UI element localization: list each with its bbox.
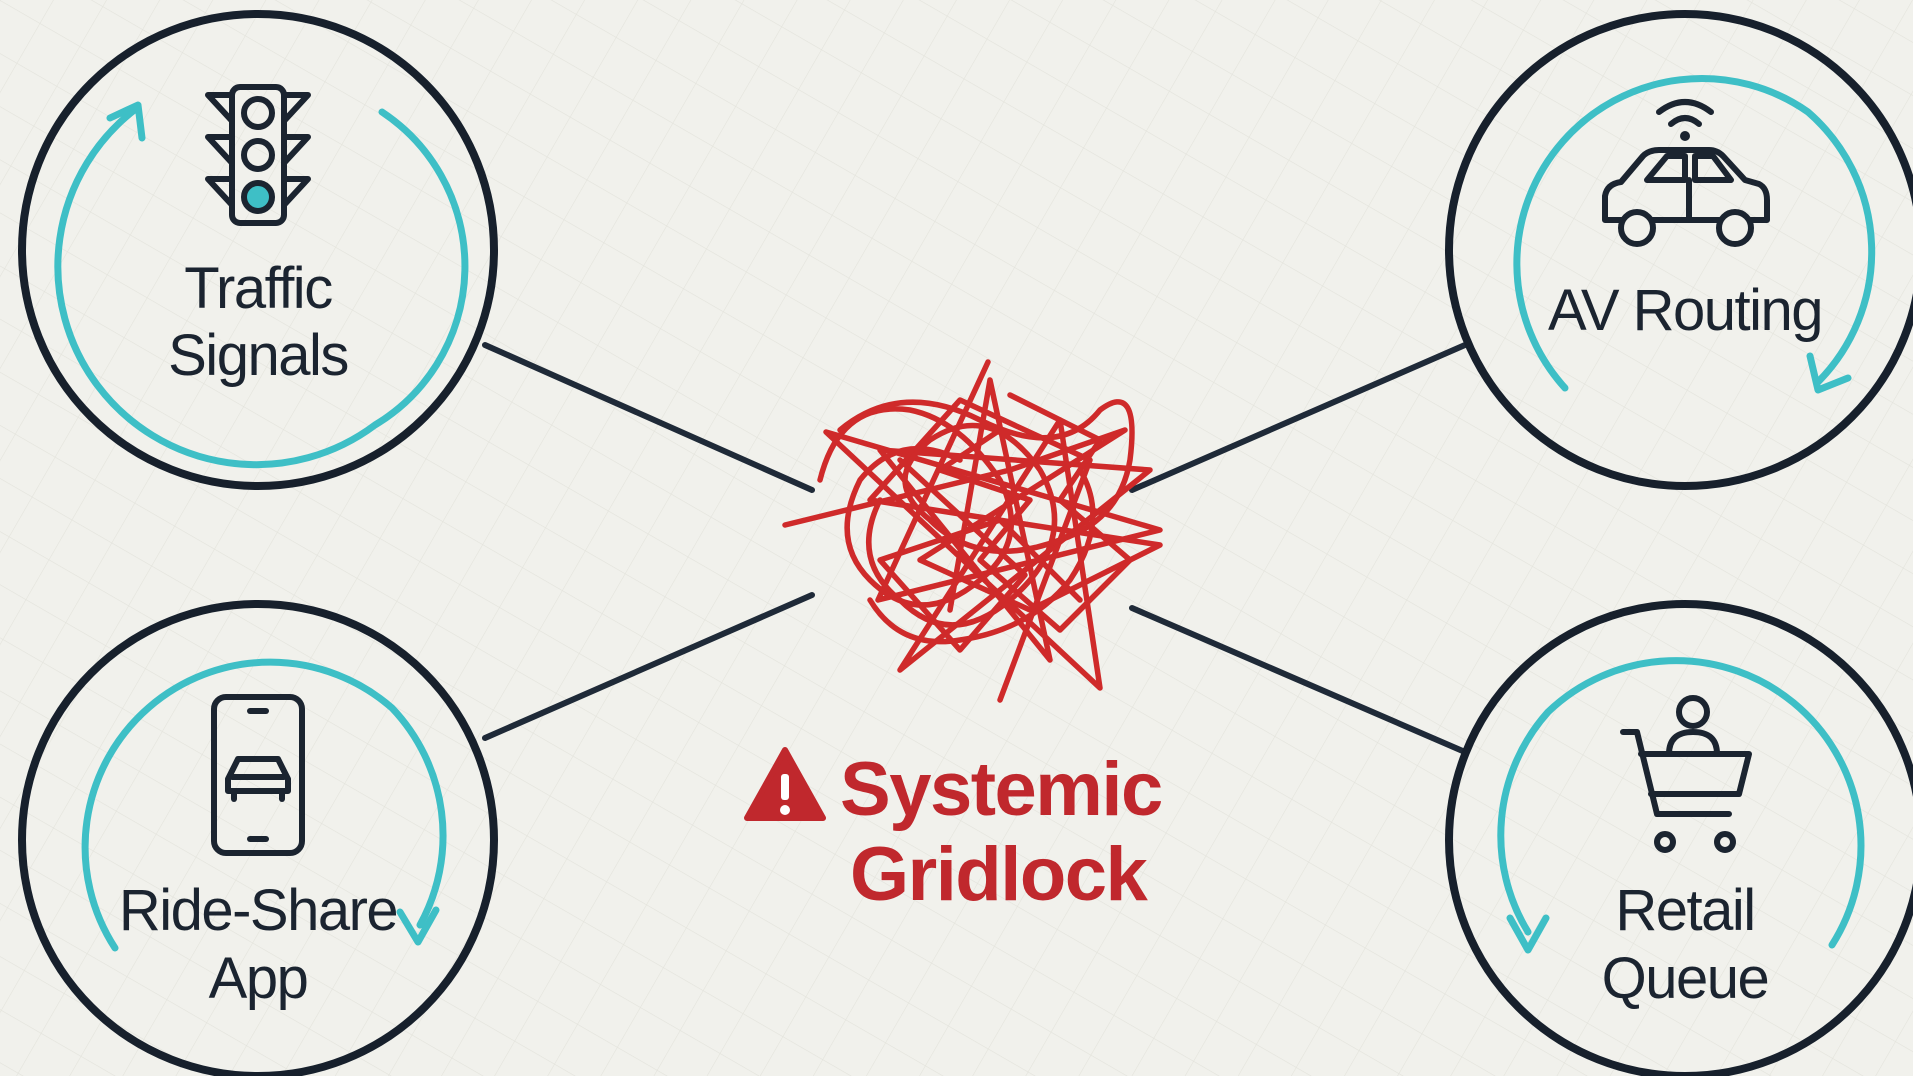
node-label-line1: Ride-Share — [119, 878, 397, 943]
node-label-line1: AV Routing — [1548, 278, 1822, 343]
node-label-line2: Signals — [168, 323, 348, 388]
node-label-line2: App — [209, 946, 308, 1011]
node-label-line2: Queue — [1602, 946, 1769, 1011]
center-label-line1: Systemic — [840, 747, 1162, 832]
center-label-line2: Gridlock — [850, 832, 1149, 917]
node-label-line1: Traffic — [184, 256, 332, 321]
node-label-line1: Retail — [1615, 878, 1754, 943]
